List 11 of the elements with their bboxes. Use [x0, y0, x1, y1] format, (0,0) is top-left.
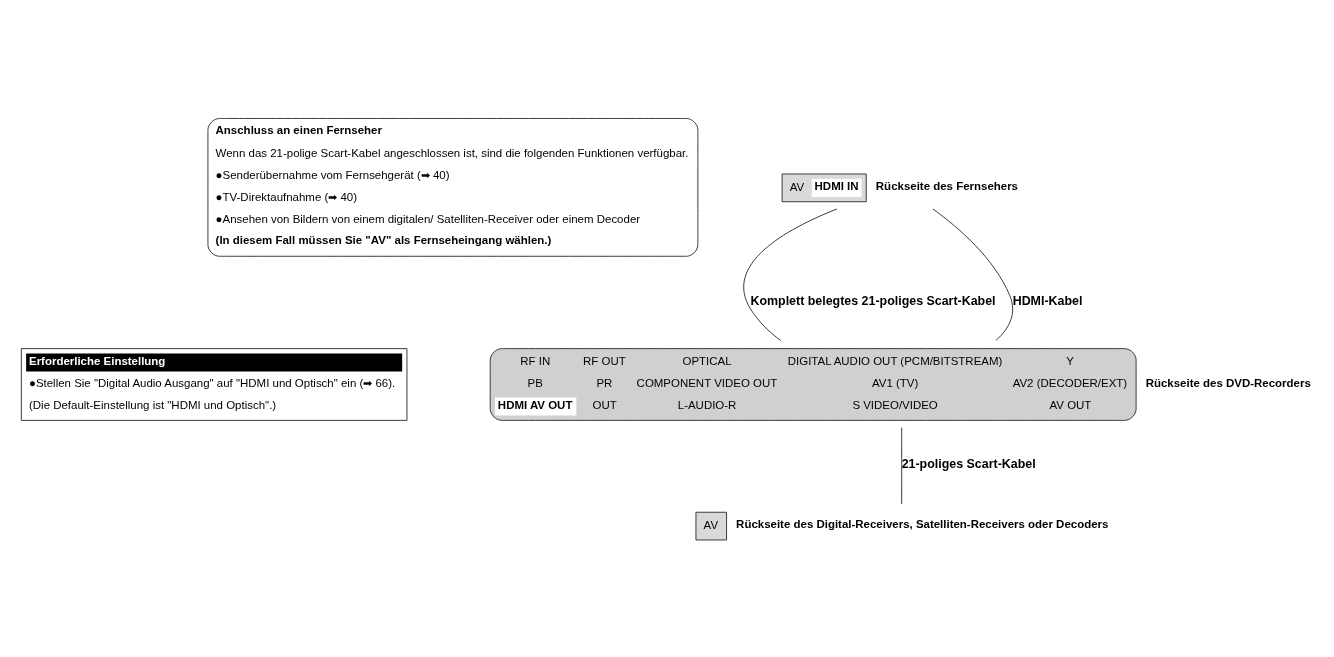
edge-label: 21-poliges Scart-Kabel — [901, 456, 1036, 471]
node-label: Rückseite des DVD-Recorders — [1145, 376, 1311, 389]
connector — [743, 208, 838, 341]
node-label: Rückseite des Fernsehers — [875, 179, 1018, 192]
connector — [932, 208, 1014, 341]
node-box: Anschluss an einen Fernseher Wenn das 21-polige Scart-Kabel angeschlossen ist, sind die folgenden Funktionen verfügbar. ●Senderübernahme vom Fernsehgerät (➡ 40) ●TV-Direktaufnahme (➡ 40) ●Ansehen von Bildern von einem digitalen/ Satelliten-Receiver oder einem Decoder (In diesem Fall müssen Sie "AV" als Fernseheingang wählen.) — [207, 117, 699, 257]
connector — [901, 426, 903, 505]
edge-label: Komplett belegtes 21-poliges Scart-Kabel — [750, 293, 996, 307]
edge-label: HDMI-Kabel — [1012, 293, 1083, 307]
node-box: Erforderliche Einstellung ●Stellen Sie "Digital Audio Ausgang" auf "HDMI und Optisch" ein (➡ 66). (Die Default-Einstellung ist "HDMI und Optisch".) — [20, 347, 408, 421]
node-label: Rückseite des Digital-Receivers, Satelliten-Receivers oder Decoders — [736, 517, 1109, 530]
